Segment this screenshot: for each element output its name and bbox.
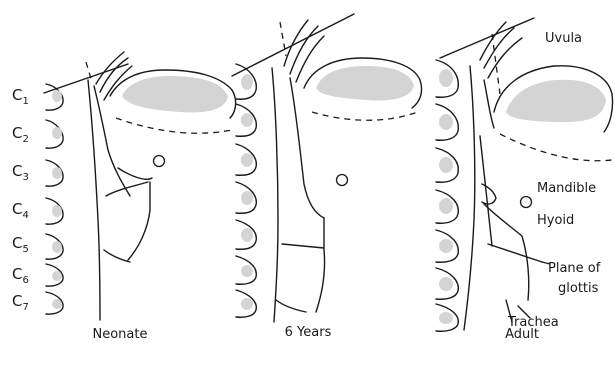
vertebra-label-c2: C2 — [12, 124, 29, 145]
six-years-panel: 6 Years — [232, 14, 422, 340]
six-years-tongue-shading — [316, 66, 414, 100]
adult-epiglottis — [480, 136, 492, 246]
six-years-pharyngeal-wall — [272, 68, 278, 322]
neonate-hyoid-ring — [154, 156, 165, 167]
vertebra-label-c1: C1 — [12, 86, 29, 107]
neonate-tongue-shading — [122, 76, 228, 112]
neonate-panel: C1 C2 C3 C4 C5 C6 C7 Neonate — [12, 52, 236, 342]
neonate-floor-dash — [116, 118, 232, 133]
neonate-vertebra-c5 — [46, 234, 63, 259]
vertebra-label-c7: C7 — [12, 292, 29, 313]
six-years-epiglottis — [290, 78, 324, 218]
vertebra-label-c3: C3 — [12, 162, 29, 183]
adult-larynx — [482, 184, 542, 322]
neonate-caption: Neonate — [93, 327, 148, 342]
adult-soft-palate — [480, 22, 522, 78]
uvula-label: Uvula — [545, 31, 582, 46]
six-years-floor-dash — [312, 112, 418, 120]
six-years-vertebra-c3 — [236, 144, 256, 175]
plane-of-glottis-label-line2: glottis — [558, 281, 599, 296]
adult-floor-dash — [500, 134, 612, 161]
neonate-larynx — [104, 168, 152, 262]
six-years-larynx — [276, 218, 325, 312]
neonate-epiglottis — [94, 86, 130, 196]
adult-spine — [436, 60, 458, 331]
adult-vertebra-c2 — [436, 104, 458, 140]
adult-vertebra-c5 — [436, 230, 458, 262]
vertebra-label-c4: C4 — [12, 200, 29, 221]
six-years-caption: 6 Years — [285, 325, 332, 340]
adult-vertebra-c4 — [436, 190, 458, 223]
adult-panel: Uvula Mandible Hyoid Plane of glottis Tr… — [436, 18, 613, 342]
six-years-vertebra-c7 — [236, 290, 256, 317]
adult-vertebra-c1 — [436, 60, 458, 97]
adult-tongue-shading — [506, 80, 606, 122]
six-years-vertebra-c4 — [236, 182, 256, 213]
adult-vertebra-c3 — [436, 148, 458, 182]
vertebra-labels: C1 C2 C3 C4 C5 C6 C7 — [12, 86, 29, 313]
neonate-vertebra-c2 — [46, 120, 63, 148]
vertebra-label-c5: C5 — [12, 234, 29, 255]
adult-hyoid-ring — [521, 197, 532, 208]
plane-of-glottis-label-line1: Plane of — [548, 261, 601, 276]
neonate-vertebra-c6 — [46, 264, 63, 286]
neonate-vertebra-c7 — [46, 292, 63, 314]
neonate-spine — [46, 84, 63, 314]
six-years-soft-palate — [284, 20, 324, 82]
six-years-spine — [236, 64, 256, 317]
mandible-label: Mandible — [537, 181, 596, 196]
adult-vertebra-c7 — [436, 304, 458, 331]
neonate-nasopharynx-dash — [86, 62, 92, 82]
vertebra-label-c6: C6 — [12, 265, 29, 286]
hyoid-label: Hyoid — [537, 213, 574, 228]
adult-pharyngeal-wall — [464, 66, 475, 330]
adult-vertebra-c6 — [436, 268, 458, 299]
neonate-vertebra-c4 — [46, 198, 63, 224]
adult-caption: Adult — [505, 327, 539, 342]
six-years-hyoid-ring — [337, 175, 348, 186]
adult-palate-line — [440, 18, 534, 58]
six-years-vertebra-c5 — [236, 220, 256, 249]
six-years-vertebra-c6 — [236, 256, 256, 284]
adult-uvula — [484, 80, 494, 128]
neonate-vertebra-c3 — [46, 160, 63, 186]
neonate-pharyngeal-wall — [88, 80, 100, 320]
six-years-vertebra-c2 — [236, 104, 256, 136]
